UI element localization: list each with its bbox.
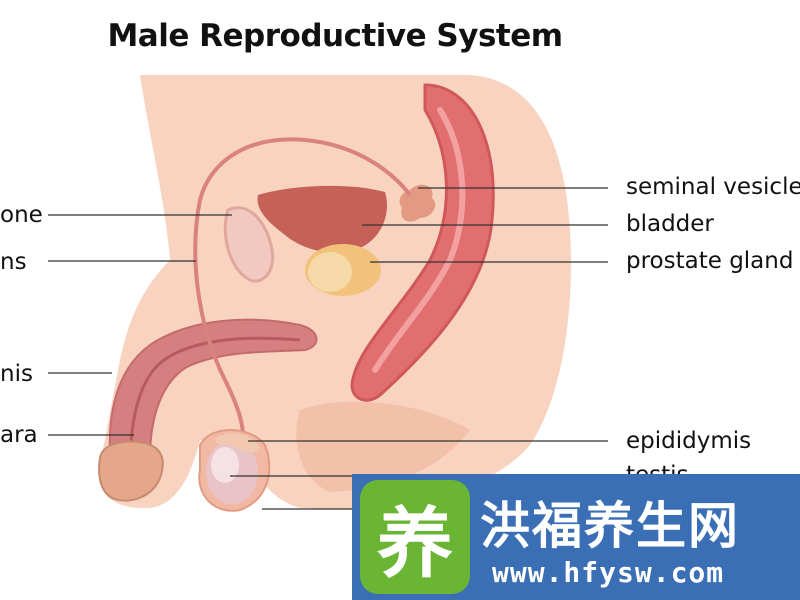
label-bladder: bladder [626,211,714,237]
label-bone: one [0,202,43,228]
label-seminal-vesicle: seminal vesicle [626,176,800,199]
bladder [257,185,387,253]
watermark-banner: 养 洪福养生网 www.hfysw.com [352,474,800,600]
label-urethra: ara [0,422,38,448]
watermark-logo-char: 养 [377,499,453,588]
watermark-logo: 养 [360,480,470,594]
label-vas-deferens: ns [0,249,27,275]
watermark-site-name: 洪福养生网 [480,497,740,555]
pelvic-bone [223,206,275,283]
testis-highlight [211,447,239,483]
penis-shaft [108,318,318,460]
label-prostate-gland: prostate gland [626,250,794,273]
diagram-title: Male Reproductive System [107,18,563,54]
vas-deferens [193,137,412,456]
body-shading [296,401,470,492]
glans [98,440,164,502]
label-epididymis: epididymis [626,428,752,454]
prostate-gland-inner [308,252,352,292]
label-penis: nis [0,361,33,387]
epididymis [214,433,260,453]
watermark-url: www.hfysw.com [492,556,725,589]
urethra [128,336,301,456]
rectum-highlight [372,107,466,373]
